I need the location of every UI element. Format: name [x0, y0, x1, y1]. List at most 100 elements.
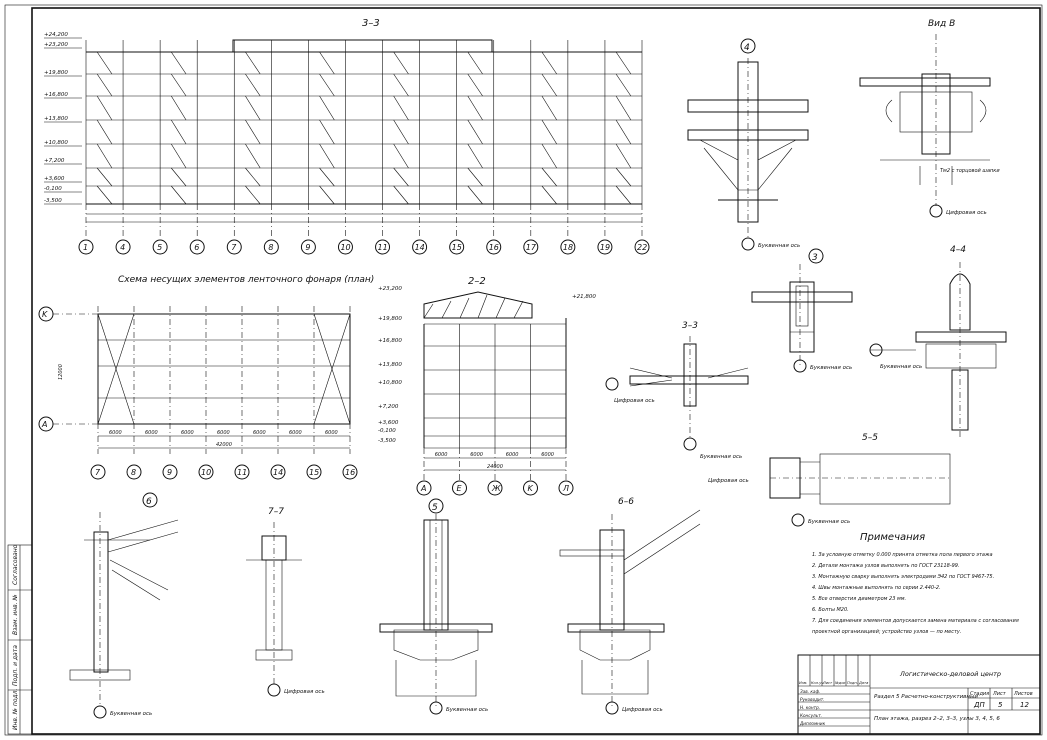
- section-4-4: 4–4 Буквенная ось: [869, 245, 1007, 440]
- view-title: 3–3: [682, 321, 698, 331]
- sheet-title: План этажа, разрез 2–2, 3–3, узлы 3, 4, …: [874, 716, 1000, 722]
- view-title: 7–7: [268, 507, 284, 517]
- axis-label: 17: [526, 243, 537, 252]
- brace-line: [615, 119, 632, 145]
- organization: Логистическо-деловой центр: [899, 670, 1001, 678]
- axis-bubble: [162, 464, 178, 480]
- view-title: 3–3: [362, 18, 380, 29]
- level-mark: -0,100: [378, 428, 396, 434]
- level-mark: +24,200: [44, 32, 68, 38]
- level-mark: +21,800: [572, 294, 596, 300]
- brace-line: [245, 73, 261, 97]
- elevation-frame-grid: [85, 39, 643, 238]
- axis-note: Буквенная ось: [880, 364, 922, 370]
- truss-web: [459, 297, 470, 319]
- sheet-value: 5: [998, 701, 1003, 709]
- axis-label: 14: [415, 243, 425, 252]
- sheets-value: 12: [1020, 701, 1029, 709]
- axis-note: Цифровая ось: [614, 398, 655, 404]
- truss-web: [441, 300, 452, 319]
- note-item: 2. Детали монтажа узлов выполнять по ГОС…: [812, 563, 960, 569]
- dimension-value: 6000: [181, 430, 194, 436]
- axis-marker: [429, 701, 443, 715]
- brace-line: [615, 185, 632, 205]
- brace-line: [393, 95, 409, 121]
- brace-line: [319, 143, 335, 169]
- section-3-3-small: 3–3 Цифровая ось Буквенная ось: [605, 321, 749, 460]
- axis-bubble: [126, 464, 142, 480]
- brace-line: [319, 185, 335, 205]
- notes-heading: Примечания: [860, 532, 925, 543]
- level-mark: +16,800: [44, 92, 68, 98]
- brace-line: [319, 119, 335, 145]
- brace-line: [245, 95, 261, 121]
- dimension-total: 24000: [487, 464, 503, 470]
- dimension-value: 6000: [325, 430, 338, 436]
- title-role: Консульт.: [800, 713, 822, 718]
- brace-line: [171, 51, 187, 75]
- side-stamp-label: Подп. и дата: [12, 645, 19, 686]
- level-mark: +16,800: [378, 338, 402, 344]
- axis-marker: [683, 437, 697, 451]
- brace-line: [96, 185, 113, 205]
- level-mark: +19,800: [378, 316, 402, 322]
- level-mark: +10,800: [44, 140, 68, 146]
- brace-line: [96, 119, 113, 145]
- brace-line: [245, 143, 261, 169]
- brace-line: [97, 313, 135, 425]
- node-number: 4: [744, 43, 750, 53]
- axis-bubble: [487, 480, 503, 496]
- brace-line: [171, 185, 187, 205]
- axis-note: Цифровая ось: [622, 707, 663, 713]
- truss-web: [423, 303, 434, 319]
- axis-label: 11: [237, 468, 247, 477]
- axis-bubble: [449, 239, 465, 255]
- axis-label: 11: [378, 243, 388, 252]
- axis-marker: [605, 377, 619, 391]
- axis-marker: [793, 359, 807, 373]
- inner-frame: [31, 7, 1041, 735]
- axis-bubble: [234, 464, 250, 480]
- view-title: 2–2: [468, 276, 486, 287]
- brace-line: [319, 95, 335, 121]
- dimension-value: 6000: [470, 452, 483, 458]
- side-stamp-label: Согласовано: [12, 544, 19, 585]
- axis-label: 14: [273, 468, 283, 477]
- axis-label: 9: [305, 243, 310, 252]
- node-3: 3 Буквенная ось: [751, 248, 853, 373]
- dimension-value: 6000: [145, 430, 158, 436]
- brace-line: [541, 143, 558, 169]
- brace-line: [319, 73, 335, 97]
- axis-bubble: [342, 464, 358, 480]
- axis-marker: [93, 705, 107, 719]
- brace-line: [467, 51, 483, 75]
- roof-truss: [423, 291, 533, 319]
- stage-value: ДП: [973, 701, 985, 709]
- outer-frame: [4, 4, 1043, 736]
- level-mark: +3,600: [378, 420, 399, 426]
- view-title: 4–4: [950, 245, 966, 255]
- axis-marker: [869, 343, 883, 357]
- node-6: 6 Буквенная ось: [69, 492, 179, 719]
- dimension-total: 42000: [216, 442, 232, 448]
- axis-note: Буквенная ось: [110, 711, 152, 717]
- axis-label: 16: [345, 468, 355, 477]
- axis-note: Буквенная ось: [808, 519, 850, 525]
- axis-bubble: [486, 239, 502, 255]
- axis-bubble: [263, 239, 279, 255]
- axis-bubble: [337, 239, 353, 255]
- dimension-value: 6000: [253, 430, 266, 436]
- brace-line: [615, 51, 632, 75]
- brace-line: [467, 95, 483, 121]
- axis-note: Цифровая ось: [946, 210, 987, 216]
- axis-bubble: [198, 464, 214, 480]
- axis-label: 8: [268, 243, 273, 252]
- axis-bubble: [189, 239, 205, 255]
- axis-label: 18: [563, 243, 573, 252]
- axis-label: 22: [637, 243, 647, 252]
